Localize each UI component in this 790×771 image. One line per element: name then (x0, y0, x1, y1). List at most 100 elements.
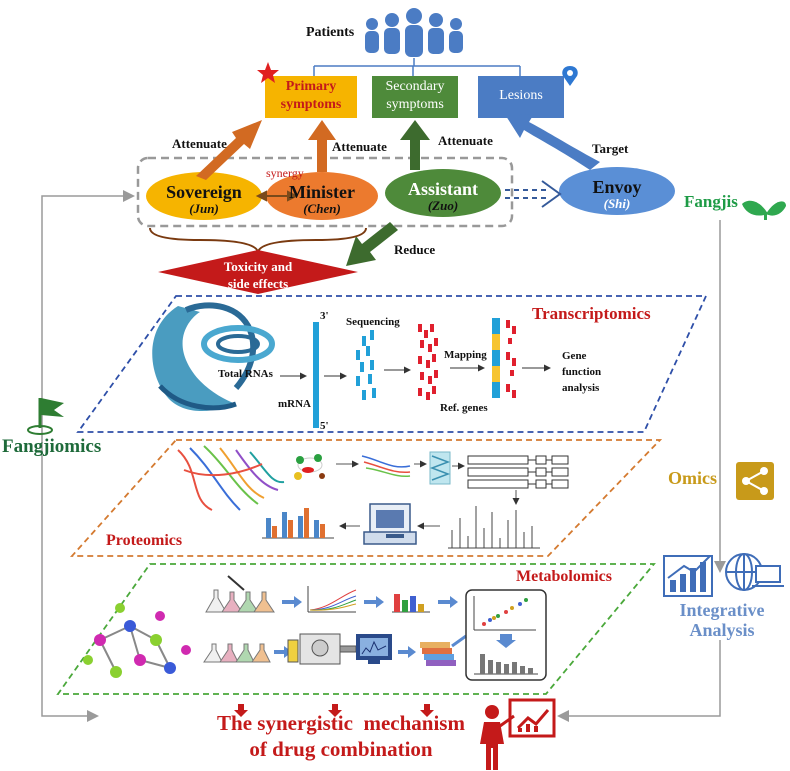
sovereign-name: Sovereign (166, 182, 242, 202)
share-icon (736, 462, 774, 500)
transcriptomics-plane (76, 295, 708, 433)
analytics-chart-icon (663, 555, 713, 597)
envoy-target-arrow (506, 114, 600, 170)
patients-icon (365, 8, 463, 57)
presenter-icon (480, 698, 556, 770)
gene-function-line-3: analysis (562, 382, 600, 394)
mapped-reads (506, 320, 516, 398)
reduce-label: Reduce (394, 242, 436, 257)
sovereign-label: Sovereign (Jun) (146, 182, 262, 216)
mrna-label: mRNA (278, 398, 311, 410)
metabolomics-title: Metabolomics (516, 568, 612, 585)
molecule-image (83, 603, 191, 678)
meta-arrow-3 (438, 596, 458, 608)
attenuate-label-2: Attenuate (332, 139, 387, 154)
instrument-icon (287, 633, 357, 665)
result-frame (465, 589, 547, 681)
sequencing-label: Sequencing (346, 316, 400, 328)
secondary-symptoms-box (372, 76, 458, 118)
five-prime-label: 5' (320, 420, 329, 432)
primary-line-1: Primary (285, 79, 337, 94)
toxicity-line-2: side effects (227, 276, 289, 291)
sprout-icon (742, 200, 786, 220)
flask-row-top (205, 575, 275, 613)
gel-diagram (467, 455, 569, 489)
mrna-bar (313, 322, 319, 428)
box-bar-plot (474, 654, 538, 675)
heatmap-stack (420, 642, 456, 666)
peptide-image (361, 455, 411, 478)
meta-arrow-6 (451, 634, 467, 648)
fangjiomics-label: Fangjiomics (2, 436, 102, 457)
minister-pinyin: (Chen) (303, 201, 341, 216)
left-flow-line (41, 190, 135, 722)
attenuate-label-3: Attenuate (438, 133, 493, 148)
frame-down-arrow (496, 634, 516, 648)
rna-structure-image (152, 302, 275, 412)
gene-function-label: Gene function analysis (562, 348, 601, 396)
assistant-label: Assistant (Zuo) (385, 179, 501, 213)
metabolomics-plane (56, 563, 656, 695)
fangjis-label: Fangjis (684, 192, 738, 211)
omics-label: Omics (668, 468, 717, 488)
location-pin-icon (562, 66, 578, 86)
envoy-pinyin: (Shi) (603, 196, 631, 211)
minister-label: Minister (Chen) (266, 182, 378, 216)
toxicity-line-1: Toxicity and (223, 259, 293, 274)
transcriptomics-title: Transcriptomics (532, 304, 651, 323)
patients-label: Patients (306, 25, 355, 40)
ref-genes-bar (492, 318, 500, 398)
right-flow-line (557, 220, 726, 722)
toxicity-label: Toxicity and side effects (198, 258, 318, 292)
sovereign-ellipse (146, 172, 262, 220)
mass-spectrum (448, 506, 540, 549)
synergy-label: synergy (266, 166, 304, 180)
three-prime-label: 3' (320, 310, 329, 322)
assistant-ellipse (385, 169, 501, 217)
meta-arrow-2 (364, 596, 384, 608)
toxicity-brace (149, 227, 367, 253)
lesions-label: Lesions (499, 88, 543, 103)
assistant-pinyin: (Zuo) (427, 198, 459, 213)
sample-dots (294, 454, 325, 480)
star-icon (257, 62, 279, 83)
scatter-plot (473, 596, 536, 631)
envoy-label: Envoy (Shi) (559, 177, 675, 211)
protein-bar-chart (262, 508, 334, 539)
primary-symptoms-box (265, 76, 357, 118)
reduce-arrow (346, 222, 398, 266)
attenuate-label-1: Attenuate (172, 136, 227, 151)
protein-structure-image (177, 445, 285, 511)
flag-icon (27, 398, 64, 435)
proteomics-title: Proteomics (106, 532, 183, 549)
integrative-line-1: Integrative (679, 600, 765, 620)
globe-laptop-icon (725, 553, 784, 591)
envoy-name: Envoy (592, 177, 642, 197)
proteomics-plane (69, 439, 663, 557)
monitor-icon (356, 634, 392, 664)
envoy-ellipse (559, 167, 675, 215)
sequencing-reads (356, 330, 376, 400)
secondary-symptoms-label: Secondary symptoms (372, 78, 458, 114)
patients-tree-lines (313, 58, 521, 76)
helix-image (429, 451, 451, 485)
mechanism-line-2: of drug combination (249, 737, 433, 761)
minister-attenuate-arrow (308, 120, 336, 172)
minister-name: Minister (289, 182, 355, 202)
sovereign-pinyin: (Jun) (189, 201, 219, 216)
primary-symptoms-label: Primary symptoms (265, 78, 357, 114)
synergy-arrow (255, 190, 299, 202)
toxicity-banner (158, 250, 358, 294)
curves-plot (307, 586, 357, 613)
flask-row-bottom (203, 643, 271, 663)
sovereign-attenuate-arrow (196, 120, 262, 180)
meta-arrow-5 (398, 646, 416, 658)
mechanism-line-1: The synergistic mechanism (217, 711, 465, 735)
lesions-box (478, 76, 564, 118)
minister-ellipse (266, 172, 378, 220)
primary-line-2: symptoms (280, 97, 342, 112)
computer-icon (363, 503, 417, 545)
gene-function-line-2: function (562, 366, 602, 378)
metabolite-bar-chart (392, 594, 430, 613)
